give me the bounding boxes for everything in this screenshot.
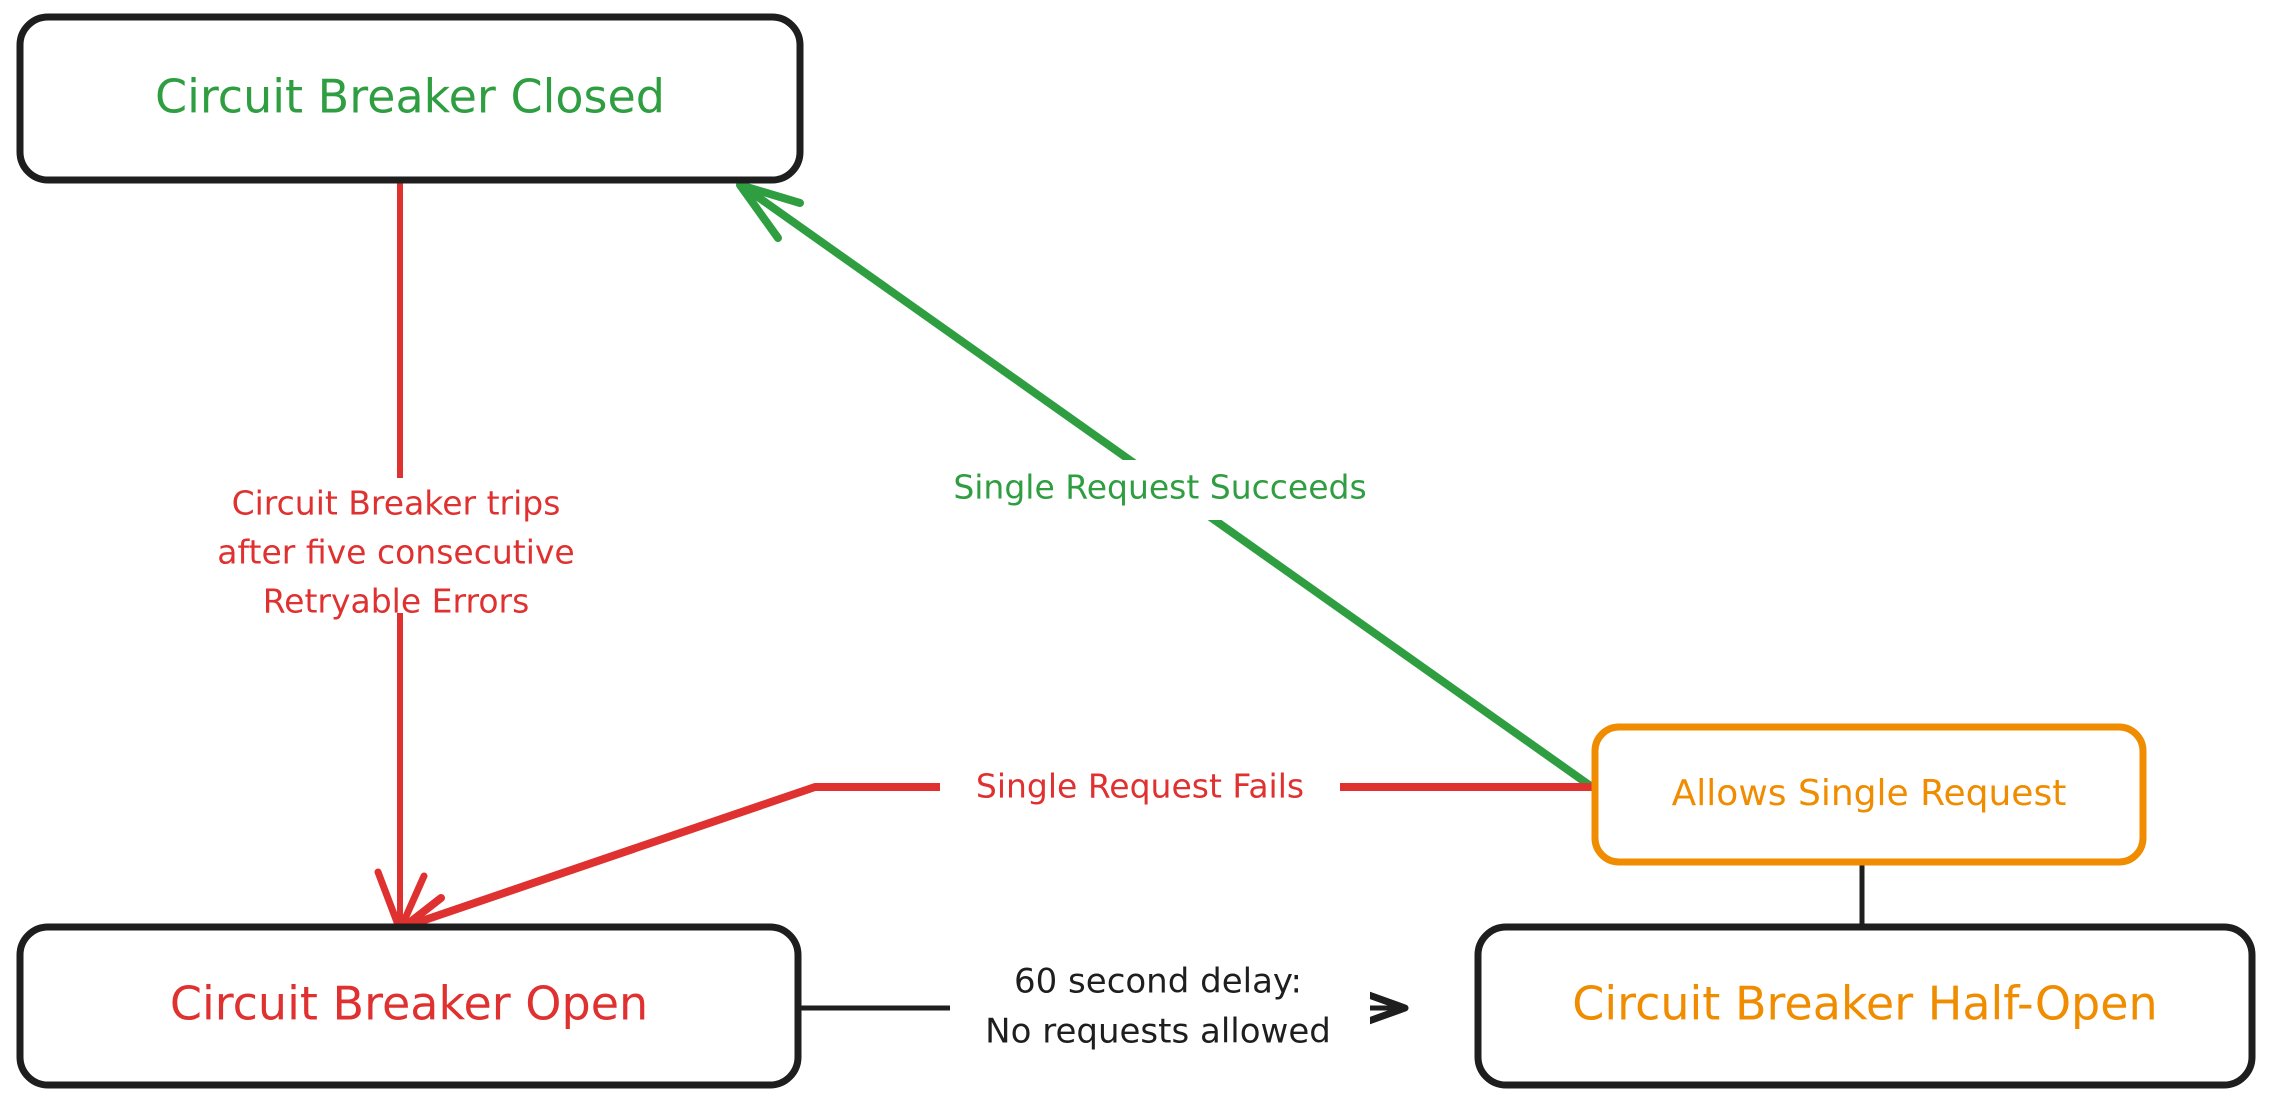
edge-label-closed-to-open: Circuit Breaker trips after five consecu… (175, 478, 575, 621)
node-allows-single-request-box[interactable] (1591, 723, 2147, 866)
edge-label-open-to-half-open-line-1: 60 second delay: (1014, 962, 1302, 1002)
node-circuit-breaker-open[interactable]: Circuit Breaker Open (16, 923, 802, 1089)
edge-allows-to-closed-arrowhead (736, 181, 804, 242)
node-allows-single-request[interactable]: Allows Single Request (1591, 723, 2147, 866)
node-circuit-breaker-open-label: Circuit Breaker Open (170, 977, 648, 1031)
edge-label-open-to-half-open-line-2: No requests allowed (985, 1012, 1331, 1052)
edge-label-closed-to-open-line-1: Circuit Breaker trips (232, 484, 561, 523)
edge-label-closed-to-open-line-2: after five consecutive (217, 533, 574, 572)
edge-label-open-to-half-open-bg (950, 954, 1370, 1062)
node-circuit-breaker-closed[interactable]: Circuit Breaker Closed (16, 13, 804, 184)
node-circuit-breaker-closed-box[interactable] (16, 13, 804, 184)
edge-label-allows-to-open-text: Single Request Fails (976, 767, 1304, 806)
node-circuit-breaker-closed-label: Circuit Breaker Closed (155, 70, 665, 124)
edge-label-allows-to-closed-text: Single Request Succeeds (953, 468, 1366, 507)
edge-label-allows-to-open: Single Request Fails (940, 760, 1340, 816)
node-circuit-breaker-half-open-label: Circuit Breaker Half-Open (1572, 977, 2157, 1031)
edge-label-open-to-half-open: 60 second delay: No requests allowed (950, 954, 1370, 1062)
node-circuit-breaker-half-open[interactable]: Circuit Breaker Half-Open (1474, 923, 2256, 1089)
edge-closed-to-open-arrowhead (374, 868, 428, 934)
edge-label-allows-to-open-bg (940, 760, 1340, 816)
edge-label-closed-to-open-bg (175, 478, 575, 613)
node-allows-single-request-label: Allows Single Request (1672, 773, 2067, 814)
node-circuit-breaker-half-open-box[interactable] (1474, 923, 2256, 1089)
edge-label-allows-to-closed: Single Request Succeeds (910, 460, 1410, 520)
node-circuit-breaker-open-box[interactable] (16, 923, 802, 1089)
edge-label-allows-to-closed-bg (910, 460, 1410, 520)
edge-label-closed-to-open-line-3: Retryable Errors (263, 582, 530, 621)
